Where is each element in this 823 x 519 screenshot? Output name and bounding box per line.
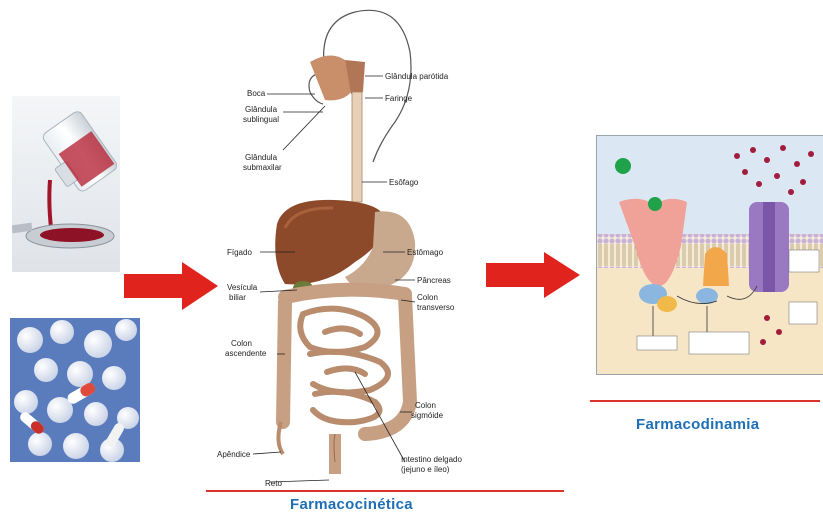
label-mouth: Boca: [247, 89, 266, 98]
digestive-system-diagram: Glândula parótida Boca Faringe Glândula …: [205, 2, 525, 490]
label-ascending-colon-1: Colon: [231, 339, 252, 348]
pills-photo: [10, 318, 140, 462]
label-pancreas: Pâncreas: [417, 276, 451, 285]
label-rectum: Reto: [265, 479, 282, 488]
label-appendix: Apêndice: [217, 450, 251, 459]
label-sigmoid-colon-1: Colon: [415, 401, 436, 410]
label-sigmoid-colon-2: sigmóide: [411, 411, 444, 420]
pharmacodynamics-underline: [590, 400, 820, 402]
label-ascending-colon-2: ascendente: [225, 349, 267, 358]
label-small-intestine-1: Intestino delgado: [401, 455, 462, 464]
label-sublingual-2: sublingual: [243, 115, 279, 124]
label-small-intestine-2: (jejuno e íleo): [401, 465, 450, 474]
label-submaxillary-1: Glândula: [245, 153, 278, 162]
pharmacokinetics-underline: [206, 490, 564, 492]
label-liver: Fígado: [227, 248, 252, 257]
label-parotid: Glândula parótida: [385, 72, 449, 81]
label-stomach: Estômago: [407, 248, 444, 257]
pharmacokinetics-caption: Farmacocinética: [290, 496, 413, 513]
label-pharynx: Faringe: [385, 94, 413, 103]
label-gallbladder-1: Vesícula: [227, 283, 258, 292]
syrup-spoon-photo: [12, 96, 120, 272]
label-transverse-colon-2: transverso: [417, 303, 455, 312]
label-esophagus: Esôfago: [389, 178, 419, 187]
label-transverse-colon-1: Colon: [417, 293, 438, 302]
label-gallbladder-2: biliar: [229, 293, 246, 302]
label-submaxillary-2: submaxilar: [243, 163, 282, 172]
right-arrow-icon: [486, 252, 582, 298]
pharmacodynamics-caption: Farmacodinamia: [636, 416, 759, 433]
pharmacodynamics-receptor-diagram: [596, 135, 823, 375]
label-sublingual-1: Glândula: [245, 105, 278, 114]
